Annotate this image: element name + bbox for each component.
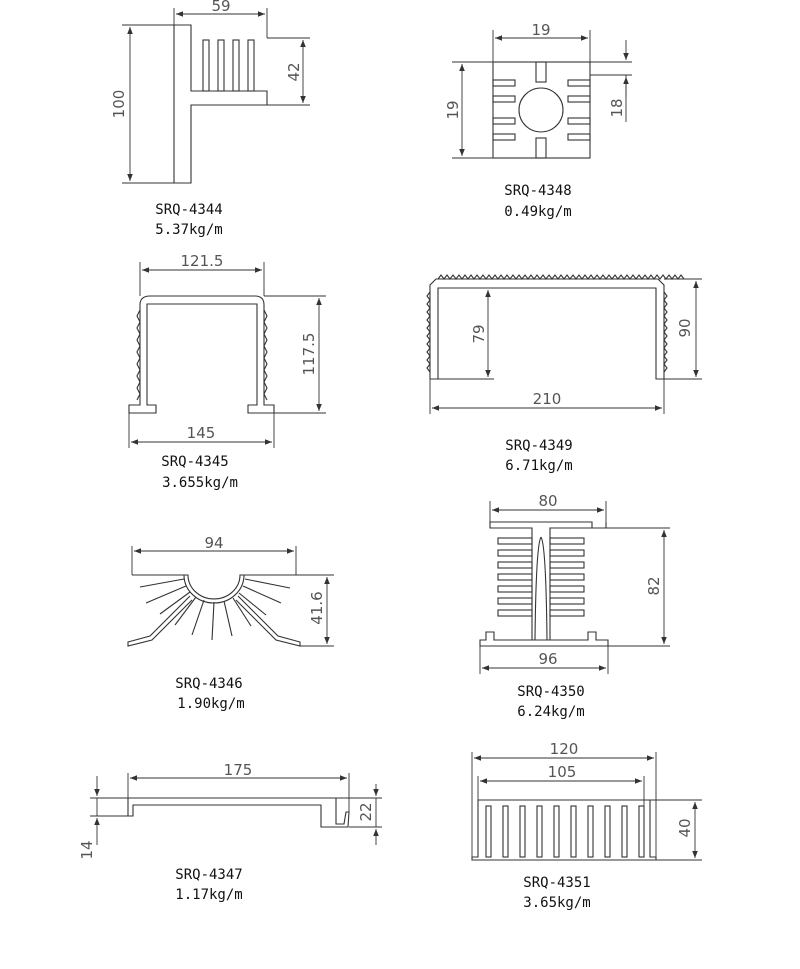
dim-width: 210 [533, 390, 562, 408]
profile-weight: 5.37kg/m [155, 222, 222, 238]
profile-srq-4345: 121.5 117.5 145 SRQ-4345 3.655kg/m [128, 252, 326, 491]
profile-srq-4344: 59 42 100 SRQ-4344 5.37kg/m [110, 0, 310, 238]
dim-height: 40 [676, 818, 694, 837]
dim-height: 117.5 [300, 333, 318, 376]
profile-code: SRQ-4344 [155, 202, 222, 218]
profile-code: SRQ-4351 [523, 875, 590, 891]
profile-srq-4351: 120 105 40 SRQ-4351 3.65kg/m [471, 740, 702, 911]
dim-width: 94 [204, 534, 223, 552]
profile-weight: 1.90kg/m [177, 696, 244, 712]
dim-top-width: 80 [538, 492, 557, 510]
profile-code: SRQ-4346 [175, 676, 242, 692]
profile-weight: 6.71kg/m [505, 458, 572, 474]
dim-base-width: 96 [538, 650, 557, 668]
dim-inner-height: 79 [470, 324, 488, 343]
dim-overall-width: 120 [550, 740, 579, 758]
profile-code: SRQ-4350 [517, 684, 584, 700]
fins [492, 61, 591, 159]
dim-total-height: 100 [110, 90, 128, 119]
fins [497, 537, 585, 617]
dim-height: 19 [444, 100, 462, 119]
profile-srq-4346: 94 41.6 SRQ-4346 1.90kg/m [127, 534, 334, 712]
dim-height: 42 [285, 62, 303, 81]
profile-weight: 3.65kg/m [523, 895, 590, 911]
profile-weight: 6.24kg/m [517, 704, 584, 720]
profile-code: SRQ-4345 [161, 454, 228, 470]
fins [202, 39, 255, 92]
profile-srq-4347: 175 22 14 SRQ-4347 1.17kg/m [78, 761, 382, 903]
profile-code: SRQ-4348 [504, 183, 571, 199]
profile-srq-4348: 19 19 18 SRQ-4348 0.49kg/m [444, 21, 632, 220]
profile-weight: 0.49kg/m [504, 204, 571, 220]
dim-height: 22 [357, 802, 375, 821]
dim-fin-span: 105 [548, 763, 577, 781]
dim-inner-width: 121.5 [181, 252, 224, 270]
fins [139, 578, 291, 641]
dim-base-width: 145 [187, 424, 216, 442]
dim-fin-pitch: 18 [608, 98, 626, 117]
dim-width: 19 [531, 21, 550, 39]
dim-width: 175 [224, 761, 253, 779]
fins [485, 805, 645, 858]
profile-weight: 1.17kg/m [175, 887, 242, 903]
dim-width: 59 [211, 0, 230, 15]
dim-lip: 14 [78, 840, 96, 859]
profile-code: SRQ-4347 [175, 867, 242, 883]
profile-srq-4350: 80 82 96 SRQ-4350 6.24kg/m [479, 492, 670, 720]
profile-weight: 3.655kg/m [162, 475, 238, 491]
profile-code: SRQ-4349 [505, 438, 572, 454]
dim-height: 90 [676, 318, 694, 337]
profile-srq-4349: 79 90 210 SRQ-4349 6.71kg/m [426, 274, 702, 474]
dim-height: 82 [645, 576, 663, 595]
dim-height: 41.6 [308, 591, 326, 624]
